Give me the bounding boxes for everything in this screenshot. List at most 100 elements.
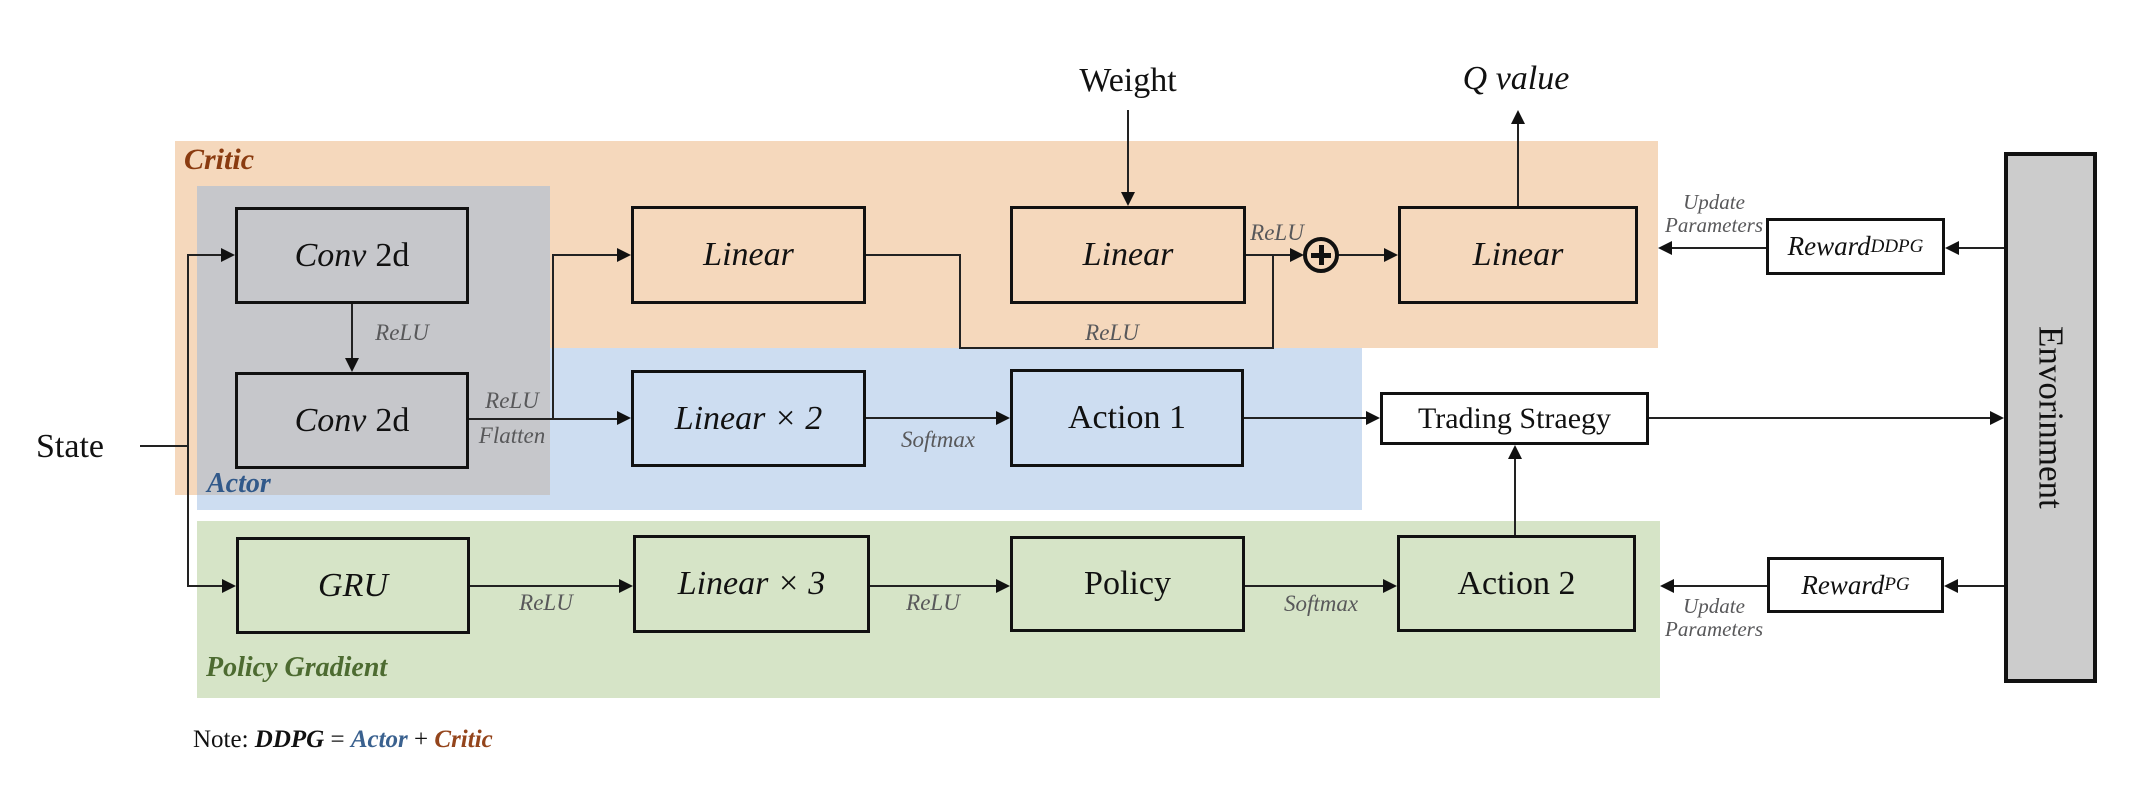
reward-ddpg-label: Reward bbox=[1787, 231, 1871, 261]
update-parameters-top-line1: Update bbox=[1683, 190, 1745, 214]
weight-label: Weight bbox=[1079, 62, 1177, 99]
environment-label: Envorinment bbox=[2031, 326, 2071, 509]
linear-x3-node: Linear × 3 bbox=[633, 535, 870, 633]
softmax-label-pg: Softmax bbox=[1283, 591, 1359, 616]
state-to-gru-line bbox=[188, 585, 223, 587]
note-equals: = bbox=[324, 726, 351, 753]
arrowhead-into-reward-pg bbox=[1944, 579, 1958, 593]
arrowhead-into-action2 bbox=[1383, 579, 1397, 593]
arrowhead-into-action1 bbox=[996, 411, 1010, 425]
arrowhead-into-critic-linear1 bbox=[617, 248, 631, 262]
linear-x3-to-policy-line bbox=[870, 585, 997, 587]
arrowhead-weight-into-linear bbox=[1121, 192, 1135, 206]
conv2d-node-1: Conv 2d bbox=[235, 207, 469, 304]
conv1-to-conv2-line bbox=[351, 304, 353, 360]
arrowhead-into-gru bbox=[222, 579, 236, 593]
critic-region-label: Critic bbox=[184, 143, 255, 176]
riser-to-critic-linear1-line bbox=[553, 254, 618, 256]
arrowhead-action2-into-trading bbox=[1508, 445, 1522, 459]
conv2d-2-label: Conv bbox=[294, 401, 367, 439]
plus-vertical-bar bbox=[1318, 245, 1324, 265]
critic-region-left-strip bbox=[175, 348, 197, 495]
trading-to-environment-line bbox=[1649, 417, 1991, 419]
relu-label-critic-path: ReLU bbox=[1085, 320, 1139, 345]
action2-node: Action 2 bbox=[1397, 535, 1636, 632]
note-actor: Actor bbox=[350, 726, 408, 753]
reward-pg-label: Reward bbox=[1801, 569, 1885, 600]
arrowhead-into-conv2 bbox=[345, 358, 359, 372]
trading-strategy-node: Trading Straegy bbox=[1380, 392, 1649, 445]
reward-ddpg-subscript: DDPG bbox=[1870, 235, 1924, 257]
arrowhead-into-environment bbox=[1990, 411, 2004, 425]
linear-x2-to-action1-line bbox=[866, 417, 997, 419]
update-parameters-label-bottom: Update Parameters bbox=[1659, 595, 1769, 641]
critic-linear2-node: Linear bbox=[1010, 206, 1246, 304]
q-value-label: Q value bbox=[1462, 60, 1570, 97]
reward-pg-subscript: PG bbox=[1884, 574, 1910, 595]
conv2-to-critic-riser bbox=[552, 254, 554, 420]
environment-to-reward-ddpg-line bbox=[1958, 247, 2004, 249]
sum-to-critic-linear3-line bbox=[1338, 254, 1385, 256]
reward-pg-to-policy-line bbox=[1673, 585, 1767, 587]
gru-to-linear-x3-line bbox=[470, 585, 620, 587]
policy-to-action2-line bbox=[1245, 585, 1384, 587]
actor-network-gray-panel bbox=[197, 186, 550, 495]
arrowhead-into-reward-ddpg bbox=[1945, 241, 1959, 255]
policy-gradient-region-label: Policy Gradient bbox=[206, 652, 388, 683]
note-critic: Critic bbox=[434, 726, 493, 753]
note-text: Note: DDPG = Actor + Critic bbox=[193, 726, 493, 754]
weight-input-line bbox=[1127, 110, 1129, 193]
arrowhead-into-linear-x3 bbox=[619, 579, 633, 593]
state-to-conv1-line bbox=[188, 254, 222, 256]
softmax-label-actor: Softmax bbox=[900, 427, 976, 452]
conv2d-1-label-suffix: 2d bbox=[375, 236, 410, 274]
relu-label-flatten-top: ReLU bbox=[485, 388, 539, 413]
environment-box: Envorinment bbox=[2004, 152, 2097, 683]
update-parameters-bottom-line2: Parameters bbox=[1665, 617, 1763, 641]
critic-linear1-node: Linear bbox=[631, 206, 866, 304]
update-parameters-bottom-line1: Update bbox=[1683, 594, 1745, 618]
conv2d-2-label-suffix: 2d bbox=[375, 401, 410, 439]
critic-bottom-path-line bbox=[959, 347, 1274, 349]
relu-label-conv: ReLU bbox=[375, 320, 429, 345]
action1-to-trading-line bbox=[1244, 417, 1367, 419]
arrowhead-into-conv1 bbox=[221, 248, 235, 262]
conv2d-node-2: Conv 2d bbox=[235, 372, 469, 469]
arrowhead-into-policy bbox=[996, 579, 1010, 593]
relu-label-sum: ReLU bbox=[1250, 220, 1304, 245]
arrowhead-into-critic-linear3 bbox=[1384, 248, 1398, 262]
relu-label-linear-x3: ReLU bbox=[906, 590, 960, 615]
arrowhead-update-policy bbox=[1660, 579, 1674, 593]
critic-linear1-output-line bbox=[866, 254, 961, 256]
reward-ddpg-to-critic-line bbox=[1671, 247, 1766, 249]
critic-linear3-node: Linear bbox=[1398, 206, 1638, 304]
note-plus: + bbox=[407, 726, 435, 753]
critic-bottom-path-riser bbox=[1272, 254, 1274, 348]
update-parameters-label-top: Update Parameters bbox=[1659, 191, 1769, 237]
q-value-output-line bbox=[1517, 122, 1519, 206]
critic-linear2-to-sum-line bbox=[1246, 254, 1291, 256]
state-label: State bbox=[36, 428, 104, 465]
sum-plus-icon bbox=[1303, 237, 1339, 273]
conv2-output-line bbox=[469, 418, 618, 420]
arrowhead-into-sum bbox=[1290, 248, 1304, 262]
arrowhead-update-critic bbox=[1658, 241, 1672, 255]
arrowhead-into-trading bbox=[1366, 411, 1380, 425]
policy-gradient-region bbox=[197, 521, 1660, 698]
actor-linear-x2-node: Linear × 2 bbox=[631, 370, 866, 467]
conv2d-1-label: Conv bbox=[294, 236, 367, 274]
arrowhead-into-linear-x2 bbox=[617, 411, 631, 425]
action2-to-trading-line bbox=[1514, 457, 1516, 535]
arrowhead-q-value bbox=[1511, 110, 1525, 124]
note-prefix: Note: bbox=[193, 726, 255, 753]
note-ddpg: DDPG bbox=[254, 726, 325, 753]
actor-region-label: Actor bbox=[207, 468, 271, 499]
critic-linear1-down-line bbox=[959, 254, 961, 349]
environment-to-reward-pg-line bbox=[1957, 585, 2004, 587]
relu-label-gru: ReLU bbox=[519, 590, 573, 615]
flatten-label: Flatten bbox=[478, 423, 546, 448]
policy-node: Policy bbox=[1010, 536, 1245, 632]
